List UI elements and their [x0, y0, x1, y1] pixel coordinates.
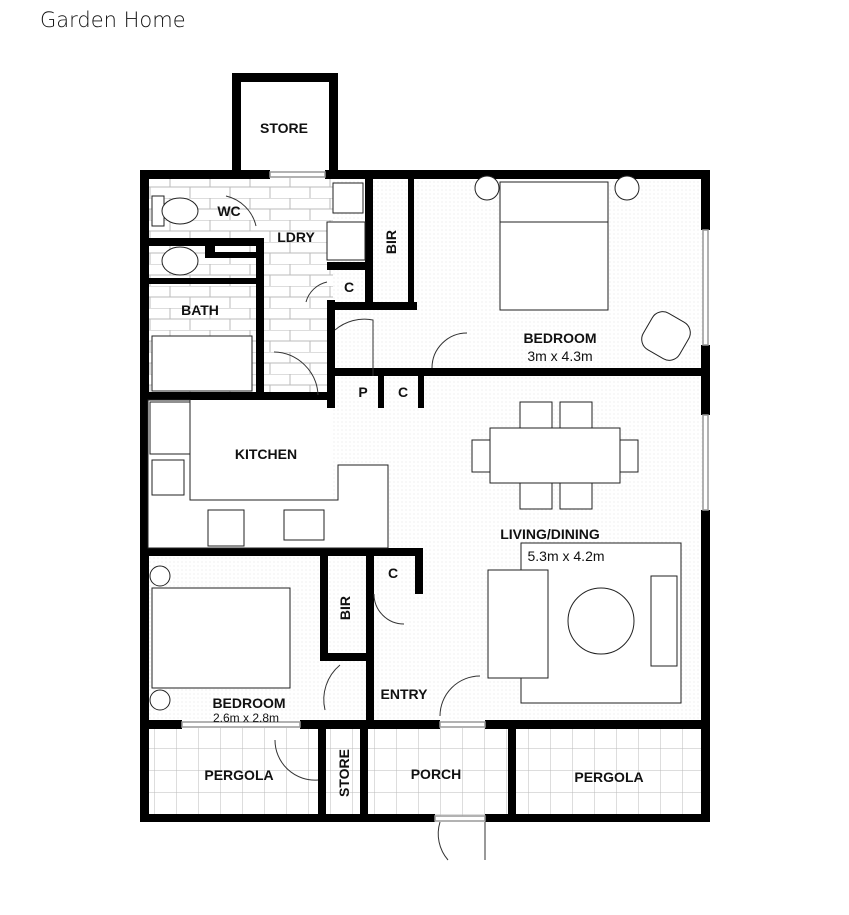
room-label-store-top: STORE	[260, 120, 308, 136]
fixtures	[149, 175, 691, 711]
room-labels: STORE WC LDRY BIR BATH C BEDROOM 3m x 4.…	[181, 120, 644, 797]
bedside-table-icon	[614, 175, 640, 201]
room-label-kitchen: KITCHEN	[235, 446, 297, 462]
page-title: Garden Home	[40, 8, 186, 32]
room-label-bir-bottom: BIR	[337, 596, 353, 620]
armchair-icon	[641, 311, 691, 361]
dining-table-icon	[489, 427, 621, 484]
room-label-cupboard-top: C	[344, 279, 354, 295]
room-label-laundry: LDRY	[277, 229, 315, 245]
room-label-cupboard-mid: C	[398, 384, 408, 400]
kitchen-counters	[147, 399, 389, 549]
tv-unit-icon	[650, 575, 678, 667]
bathtub-icon	[151, 335, 253, 392]
laundry-tub-icon	[332, 182, 364, 214]
room-label-porch: PORCH	[411, 766, 462, 782]
room-label-wc: WC	[217, 203, 240, 219]
room-label-cupboard-entry: C	[388, 565, 398, 581]
room-label-pergola-right: PERGOLA	[574, 769, 643, 785]
room-label-pergola-left: PERGOLA	[204, 767, 273, 783]
room-label-bedroom-1: BEDROOM	[523, 330, 596, 346]
coffee-table-icon	[567, 587, 635, 655]
bedside-table-icon	[149, 689, 171, 711]
room-dimension-living-dining: 5.3m x 4.2m	[527, 548, 604, 564]
room-label-bedroom-2: BEDROOM	[212, 695, 285, 711]
room-dimension-bedroom-1: 3m x 4.3m	[527, 348, 592, 364]
bed-icon	[151, 587, 291, 689]
room-label-store-bottom: STORE	[336, 749, 352, 797]
sink-icon	[283, 509, 325, 541]
cooktop-icon	[207, 509, 245, 547]
room-dimension-bedroom-2: 2.6m x 2.8m	[213, 711, 279, 725]
bedside-table-icon	[149, 565, 171, 587]
basin-icon	[161, 246, 199, 276]
room-label-entry: ENTRY	[381, 686, 429, 702]
walls	[140, 73, 710, 822]
room-label-pantry: P	[358, 384, 367, 400]
room-label-living-dining: LIVING/DINING	[500, 526, 600, 542]
windows	[181, 171, 709, 822]
room-label-bath: BATH	[181, 302, 219, 318]
room-label-bir-top: BIR	[383, 230, 399, 254]
doors	[225, 195, 486, 861]
washer-icon	[326, 221, 366, 261]
sofa-icon	[487, 569, 549, 679]
bedside-table-icon	[474, 175, 500, 201]
